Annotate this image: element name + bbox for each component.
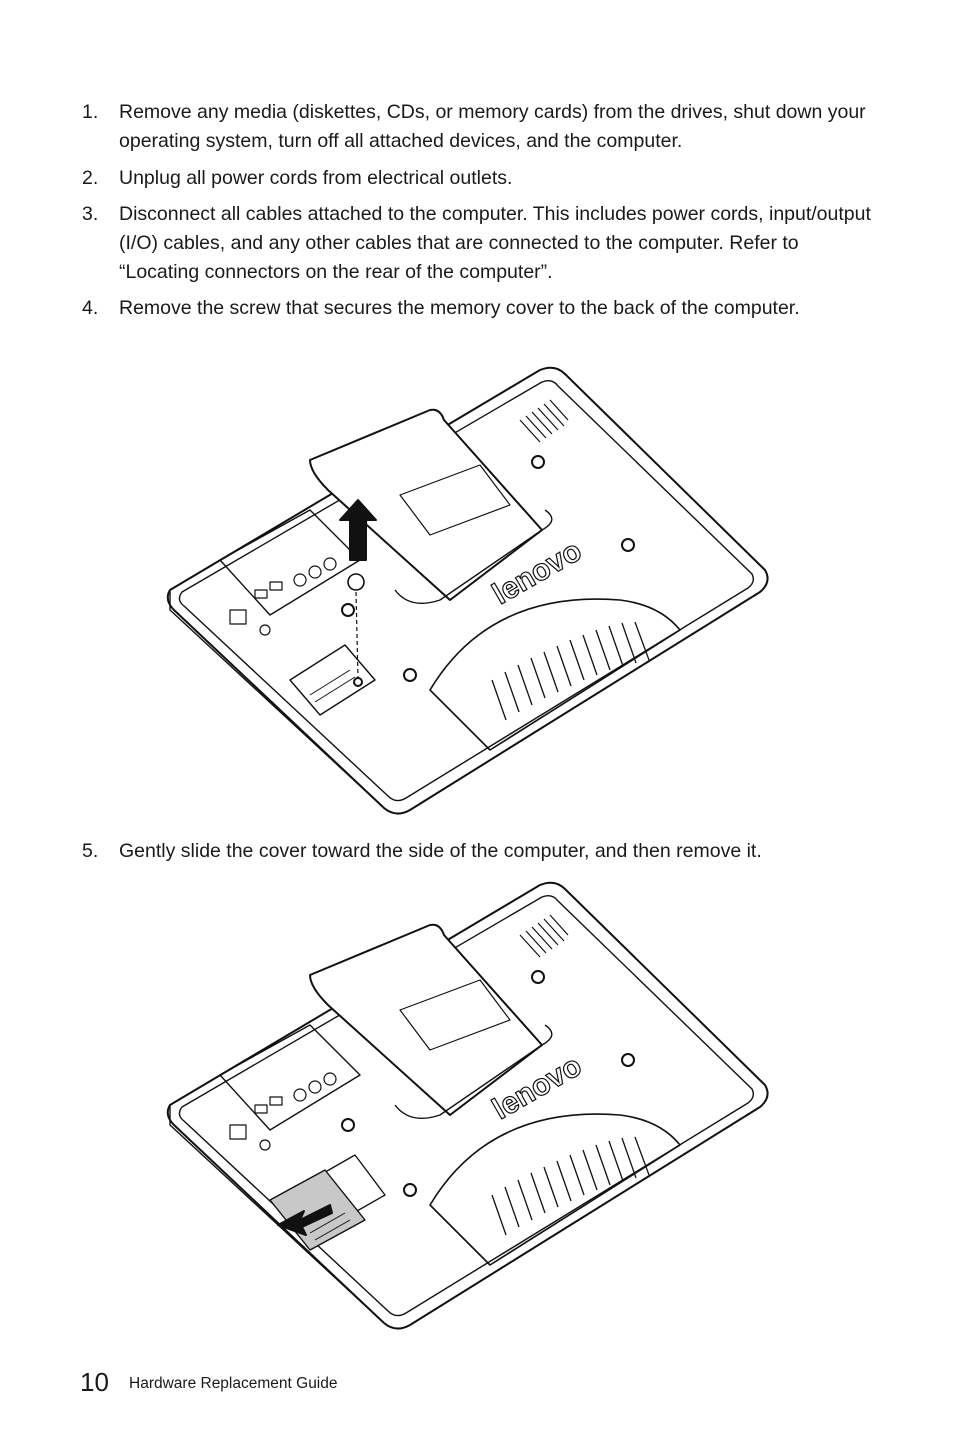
- figure-slide-cover: lenovo: [160, 875, 780, 1335]
- step-text: Remove any media (diskettes, CDs, or mem…: [119, 101, 866, 152]
- step-5: 5. Gently slide the cover toward the sid…: [82, 837, 872, 866]
- step-text: Remove the screw that secures the memory…: [119, 297, 800, 319]
- page-number: 10: [80, 1367, 109, 1397]
- step-text: Gently slide the cover toward the side o…: [119, 840, 762, 862]
- step-number: 2.: [82, 167, 99, 189]
- step-text: Unplug all power cords from electrical o…: [119, 167, 513, 189]
- step-number: 4.: [82, 297, 99, 319]
- step-2: 2. Unplug all power cords from electrica…: [82, 164, 872, 193]
- step-1: 1. Remove any media (diskettes, CDs, or …: [82, 98, 872, 156]
- computer-back-illustration: lenovo: [166, 881, 769, 1330]
- footer-title: Hardware Replacement Guide: [129, 1375, 338, 1392]
- step-number: 5.: [82, 840, 99, 862]
- step-3: 3. Disconnect all cables attached to the…: [82, 200, 872, 287]
- figure-remove-screw: lenovo: [160, 360, 780, 820]
- step-4: 4. Remove the screw that secures the mem…: [82, 294, 802, 323]
- step-number: 3.: [82, 203, 99, 225]
- step-text: Disconnect all cables attached to the co…: [119, 203, 871, 283]
- step-number: 1.: [82, 101, 99, 123]
- computer-back-illustration: lenovo: [166, 366, 769, 815]
